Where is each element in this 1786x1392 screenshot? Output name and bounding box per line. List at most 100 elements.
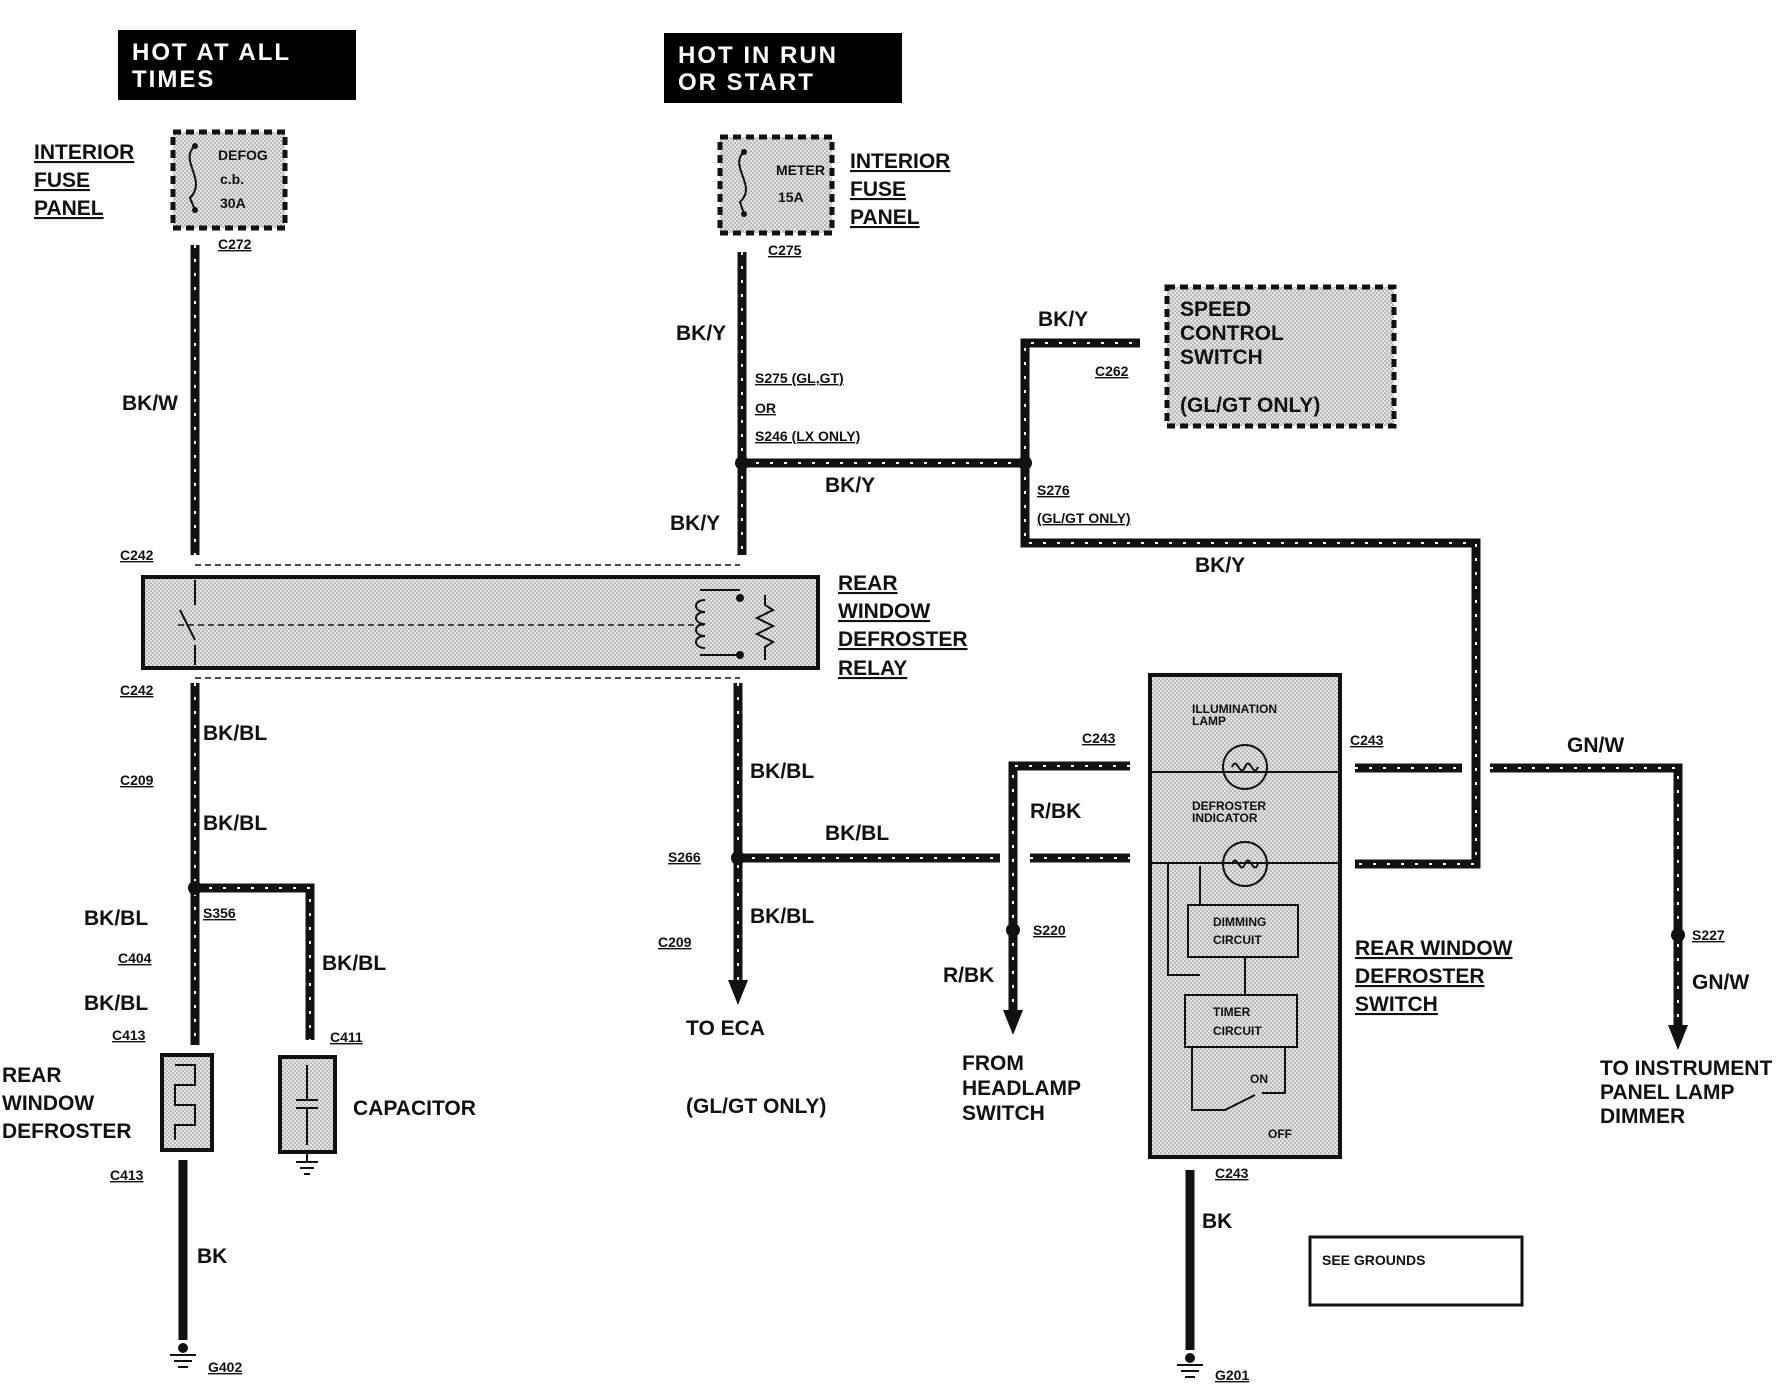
wire-bkbl: BK/BL bbox=[750, 760, 814, 783]
wire-bky: BK/Y bbox=[676, 322, 726, 345]
svg-text:DEFOG: DEFOG bbox=[218, 147, 268, 163]
svg-text:(GL/GT ONLY): (GL/GT ONLY) bbox=[1037, 510, 1131, 526]
svg-text:C243: C243 bbox=[1350, 732, 1384, 748]
splice-dot bbox=[735, 456, 749, 470]
svg-text:15A: 15A bbox=[778, 189, 804, 205]
splice-dot bbox=[1018, 456, 1032, 470]
wire-bky: BK/Y bbox=[1038, 308, 1088, 331]
svg-text:TIMES: TIMES bbox=[132, 66, 215, 93]
illumination-lamp-icon bbox=[1222, 744, 1268, 790]
svg-text:LAMP: LAMP bbox=[1192, 714, 1226, 728]
svg-text:TIMER: TIMER bbox=[1213, 1005, 1251, 1019]
svg-text:WINDOW: WINDOW bbox=[2, 1092, 94, 1115]
svg-text:SPEED: SPEED bbox=[1180, 298, 1251, 321]
svg-text:DEFROSTER: DEFROSTER bbox=[2, 1120, 132, 1143]
svg-text:S220: S220 bbox=[1033, 922, 1066, 938]
splice-dot bbox=[731, 851, 745, 865]
connectors: C209 C209 C404 C413 C413 C411 C243 C243 … bbox=[110, 730, 1384, 1183]
wire-bkbl: BK/BL bbox=[84, 907, 148, 930]
rear-window-defroster-relay: REAR WINDOW DEFROSTER RELAY C242 C242 bbox=[120, 547, 968, 698]
hot-in-run-or-start-header: HOT IN RUN OR START bbox=[664, 33, 902, 103]
svg-text:S246 (LX ONLY): S246 (LX ONLY) bbox=[755, 428, 860, 444]
svg-text:INDICATOR: INDICATOR bbox=[1192, 811, 1258, 825]
svg-text:OR: OR bbox=[755, 400, 776, 416]
svg-text:DEFROSTER: DEFROSTER bbox=[1192, 799, 1266, 813]
svg-text:OFF: OFF bbox=[1268, 1127, 1292, 1141]
wire-bky: BK/Y bbox=[825, 474, 875, 497]
timer-circuit bbox=[1184, 994, 1298, 1048]
svg-text:PANEL LAMP: PANEL LAMP bbox=[1600, 1081, 1735, 1104]
svg-text:S266: S266 bbox=[668, 849, 701, 865]
svg-text:FROM: FROM bbox=[962, 1052, 1024, 1075]
svg-text:G201: G201 bbox=[1215, 1367, 1249, 1383]
svg-text:PANEL: PANEL bbox=[850, 206, 920, 229]
wire-bk: BK bbox=[1202, 1210, 1232, 1233]
svg-text:30A: 30A bbox=[220, 195, 246, 211]
svg-text:SWITCH: SWITCH bbox=[962, 1102, 1045, 1125]
svg-text:DEFROSTER: DEFROSTER bbox=[838, 628, 968, 651]
svg-text:CIRCUIT: CIRCUIT bbox=[1213, 933, 1262, 947]
connector-c262: C262 bbox=[1095, 363, 1129, 379]
svg-text:FUSE: FUSE bbox=[34, 169, 90, 192]
svg-text:INTERIOR: INTERIOR bbox=[34, 141, 134, 164]
svg-text:CAPACITOR: CAPACITOR bbox=[353, 1097, 476, 1120]
svg-text:DEFROSTER: DEFROSTER bbox=[1355, 965, 1485, 988]
svg-text:C411: C411 bbox=[330, 1029, 363, 1045]
svg-text:INTERIOR: INTERIOR bbox=[850, 150, 950, 173]
svg-text:REAR WINDOW: REAR WINDOW bbox=[1355, 937, 1513, 960]
wire-bkw: BK/W bbox=[122, 392, 178, 415]
svg-text:S275 (GL,GT): S275 (GL,GT) bbox=[755, 370, 844, 386]
connector-c242-bottom: C242 bbox=[120, 682, 154, 698]
svg-text:DIMMING: DIMMING bbox=[1213, 915, 1266, 929]
wire-labels: BK/W BK/Y BK/Y BK/Y BK/Y BK/Y BK/BL BK/B… bbox=[84, 308, 1749, 1268]
svg-text:SWITCH: SWITCH bbox=[1180, 346, 1263, 369]
wire-bkbl: BK/BL bbox=[84, 992, 148, 1015]
svg-text:C209: C209 bbox=[120, 772, 154, 788]
svg-text:REAR: REAR bbox=[2, 1064, 62, 1087]
svg-text:(GL/GT ONLY): (GL/GT ONLY) bbox=[686, 1095, 826, 1118]
splices: S275 (GL,GT) OR S246 (LX ONLY) S276 (GL/… bbox=[188, 370, 1725, 943]
svg-text:REAR: REAR bbox=[838, 572, 898, 595]
svg-text:FUSE: FUSE bbox=[850, 178, 906, 201]
svg-text:CONTROL: CONTROL bbox=[1180, 322, 1284, 345]
svg-text:S276: S276 bbox=[1037, 482, 1070, 498]
wire-bky: BK/Y bbox=[1195, 554, 1245, 577]
arrows bbox=[728, 980, 1688, 1050]
hot-at-all-times-header: HOT AT ALL TIMES bbox=[118, 30, 356, 100]
wire-bkbl: BK/BL bbox=[825, 822, 889, 845]
svg-text:S227: S227 bbox=[1692, 927, 1725, 943]
svg-text:S356: S356 bbox=[203, 905, 236, 921]
svg-text:C413: C413 bbox=[110, 1167, 144, 1183]
connector-c272: C272 bbox=[218, 236, 252, 252]
svg-text:DIMMER: DIMMER bbox=[1600, 1105, 1685, 1128]
interior-fuse-panel-left: INTERIOR FUSE PANEL DEFOG c.b. 30A C272 bbox=[34, 129, 288, 252]
connector-c242-top: C242 bbox=[120, 547, 154, 563]
speed-control-switch: SPEED CONTROL SWITCH (GL/GT ONLY) C262 bbox=[1095, 284, 1397, 429]
splice-dot bbox=[1006, 923, 1020, 937]
svg-text:C413: C413 bbox=[112, 1027, 146, 1043]
wire-bkbl: BK/BL bbox=[322, 952, 386, 975]
svg-text:C404: C404 bbox=[118, 950, 152, 966]
capacitor: CAPACITOR bbox=[278, 1055, 476, 1175]
wire-gnw: GN/W bbox=[1692, 971, 1749, 994]
dimming-circuit bbox=[1187, 904, 1299, 958]
svg-text:WINDOW: WINDOW bbox=[838, 600, 930, 623]
wires bbox=[178, 245, 1683, 1350]
svg-text:CIRCUIT: CIRCUIT bbox=[1213, 1024, 1262, 1038]
wire-bkbl: BK/BL bbox=[203, 812, 267, 835]
interior-fuse-panel-right: METER 15A INTERIOR FUSE PANEL C275 bbox=[717, 134, 950, 258]
wire-bky: BK/Y bbox=[670, 512, 720, 535]
splice-dot bbox=[1671, 928, 1685, 942]
connector-c275: C275 bbox=[768, 242, 802, 258]
see-grounds-box: SEE GROUNDS bbox=[1308, 1235, 1524, 1307]
wire-bk: BK bbox=[197, 1245, 227, 1268]
svg-text:(GL/GT ONLY): (GL/GT ONLY) bbox=[1180, 394, 1320, 417]
svg-text:SWITCH: SWITCH bbox=[1355, 993, 1438, 1016]
svg-text:HOT AT ALL: HOT AT ALL bbox=[132, 39, 291, 66]
svg-text:METER: METER bbox=[776, 162, 825, 178]
svg-text:TO ECA: TO ECA bbox=[686, 1017, 765, 1040]
splice-dot bbox=[188, 881, 202, 895]
rear-window-defroster-switch: ILLUMINATION LAMP DEFROSTER INDICATOR DI… bbox=[1148, 673, 1513, 1159]
svg-text:ILLUMINATION: ILLUMINATION bbox=[1192, 702, 1277, 716]
